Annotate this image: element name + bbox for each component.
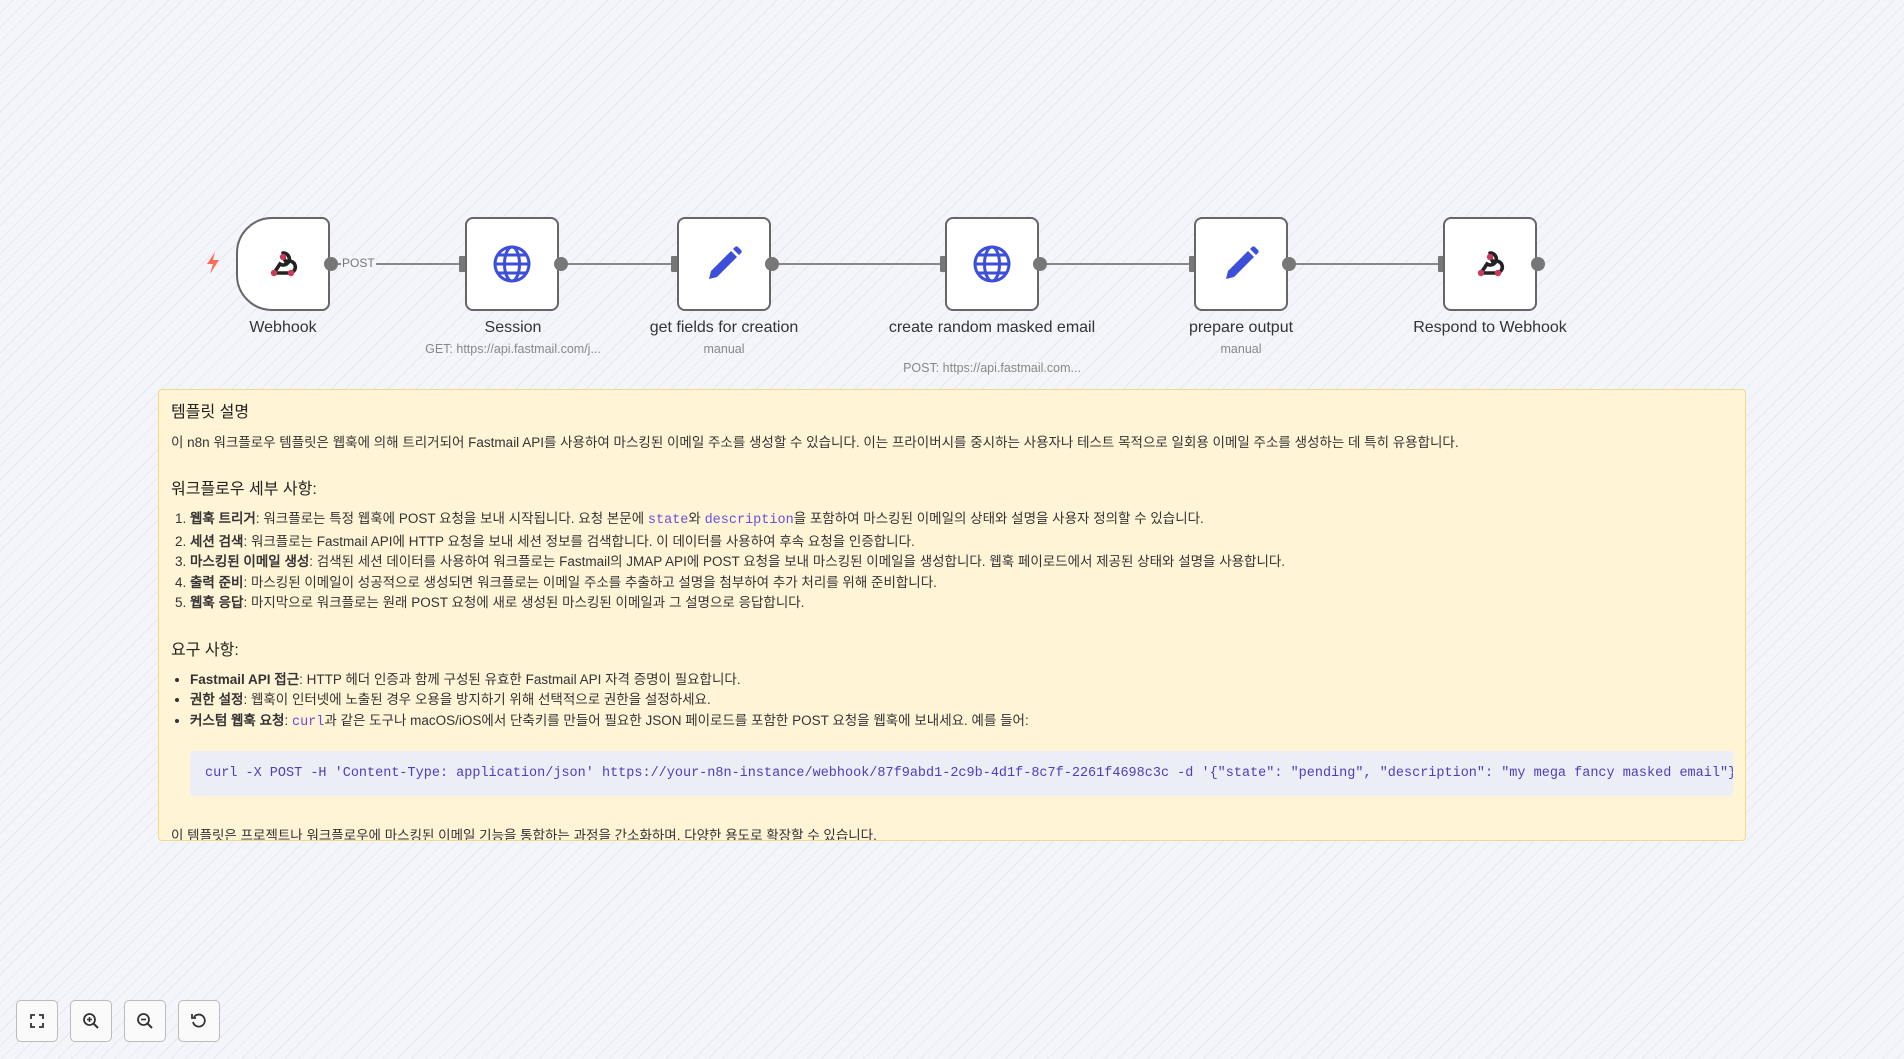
node-getfields-title: get fields for creation <box>649 319 799 336</box>
list-item: 웹훅 응답: 마지막으로 워크플로는 원래 POST 요청에 새로 생성된 마스… <box>190 593 1733 614</box>
workflow-steps-list: 웹훅 트리거: 워크플로는 특정 웹훅에 POST 요청을 보내 시작됩니다. … <box>171 509 1733 614</box>
fullscreen-icon <box>30 1014 44 1028</box>
trigger-bolt-icon <box>207 252 219 274</box>
node-prepare-title: prepare output <box>1188 319 1294 336</box>
details-heading: 워크플로우 세부 사항: <box>171 481 317 498</box>
curl-code-block: curl -X POST -H 'Content-Type: applicati… <box>190 751 1733 796</box>
webhook-icon <box>1477 251 1505 277</box>
node-session[interactable] <box>465 217 559 311</box>
globe-icon <box>973 245 1011 283</box>
zoom-in-icon <box>83 1013 99 1029</box>
edge-label-post: POST <box>341 256 376 270</box>
node-create-title: create random masked email <box>888 319 1096 336</box>
reset-zoom-icon <box>191 1013 206 1028</box>
list-item: Fastmail API 접근: HTTP 헤더 인증과 함께 구성된 유효한 … <box>190 670 1733 691</box>
sticky-footer: 이 템플릿은 프로젝트나 워크플로우에 마스킹된 이메일 기능을 통합하는 과정… <box>171 828 877 841</box>
zoom-in-button[interactable] <box>70 1000 112 1042</box>
node-prepare-output-handle[interactable] <box>1282 257 1296 271</box>
webhook-icon <box>270 251 298 277</box>
fullscreen-button[interactable] <box>16 1000 58 1042</box>
zoom-out-icon <box>137 1013 153 1029</box>
node-create-subtitle: POST: https://api.fastmail.com... <box>903 361 1081 375</box>
sticky-title: 템플릿 설명 <box>171 404 250 421</box>
node-session-subtitle: GET: https://api.fastmail.com/j... <box>425 342 601 356</box>
node-get-fields[interactable] <box>677 217 771 311</box>
reset-zoom-button[interactable] <box>178 1000 220 1042</box>
node-webhook-output-handle[interactable] <box>324 257 338 271</box>
node-respond-to-webhook[interactable] <box>1443 217 1537 311</box>
sticky-note[interactable]: 템플릿 설명 이 n8n 워크플로우 템플릿은 웹훅에 의해 트리거되어 Fas… <box>158 389 1746 841</box>
node-session-input-handle[interactable] <box>459 256 466 272</box>
pencil-icon <box>1226 246 1259 279</box>
node-create-masked-email[interactable] <box>945 217 1039 311</box>
list-item: 권한 설정: 웹훅이 인터넷에 노출된 경우 오용을 방지하기 위해 선택적으로… <box>190 690 1733 711</box>
node-respond-input-handle[interactable] <box>1438 256 1445 272</box>
requirements-heading: 요구 사항: <box>171 641 239 659</box>
pencil-icon <box>709 246 742 279</box>
requirements-list: Fastmail API 접근: HTTP 헤더 인증과 함께 구성된 유효한 … <box>171 670 1733 734</box>
sticky-intro: 이 n8n 워크플로우 템플릿은 웹훅에 의해 트리거되어 Fastmail A… <box>171 435 1459 450</box>
node-session-output-handle[interactable] <box>554 257 568 271</box>
node-respond-output-handle[interactable] <box>1531 257 1545 271</box>
node-session-title: Session <box>484 319 542 336</box>
list-item: 커스텀 웹훅 요청: curl과 같은 도구나 macOS/iOS에서 단축키를… <box>190 711 1733 734</box>
list-item: 마스킹된 이메일 생성: 검색된 세션 데이터를 사용하여 워크플로는 Fast… <box>190 552 1733 573</box>
node-create-input-handle[interactable] <box>940 256 947 272</box>
list-item: 출력 준비: 마스킹된 이메일이 성공적으로 생성되면 워크플로는 이메일 주소… <box>190 573 1733 594</box>
zoom-out-button[interactable] <box>124 1000 166 1042</box>
node-prepare-output[interactable] <box>1194 217 1288 311</box>
node-getfields-input-handle[interactable] <box>671 256 678 272</box>
node-getfields-subtitle: manual <box>703 342 745 356</box>
connections-layer <box>331 263 1439 265</box>
node-getfields-output-handle[interactable] <box>765 257 779 271</box>
node-webhook-title: Webhook <box>249 319 317 336</box>
globe-icon <box>493 245 531 283</box>
node-prepare-subtitle: manual <box>1220 342 1262 356</box>
node-create-output-handle[interactable] <box>1033 257 1047 271</box>
node-prepare-input-handle[interactable] <box>1189 256 1196 272</box>
list-item: 웹훅 트리거: 워크플로는 특정 웹훅에 POST 요청을 보내 시작됩니다. … <box>190 509 1733 532</box>
node-respond-title: Respond to Webhook <box>1413 319 1567 336</box>
node-webhook[interactable] <box>236 217 330 311</box>
list-item: 세션 검색: 워크플로는 Fastmail API에 HTTP 요청을 보내 세… <box>190 532 1733 553</box>
